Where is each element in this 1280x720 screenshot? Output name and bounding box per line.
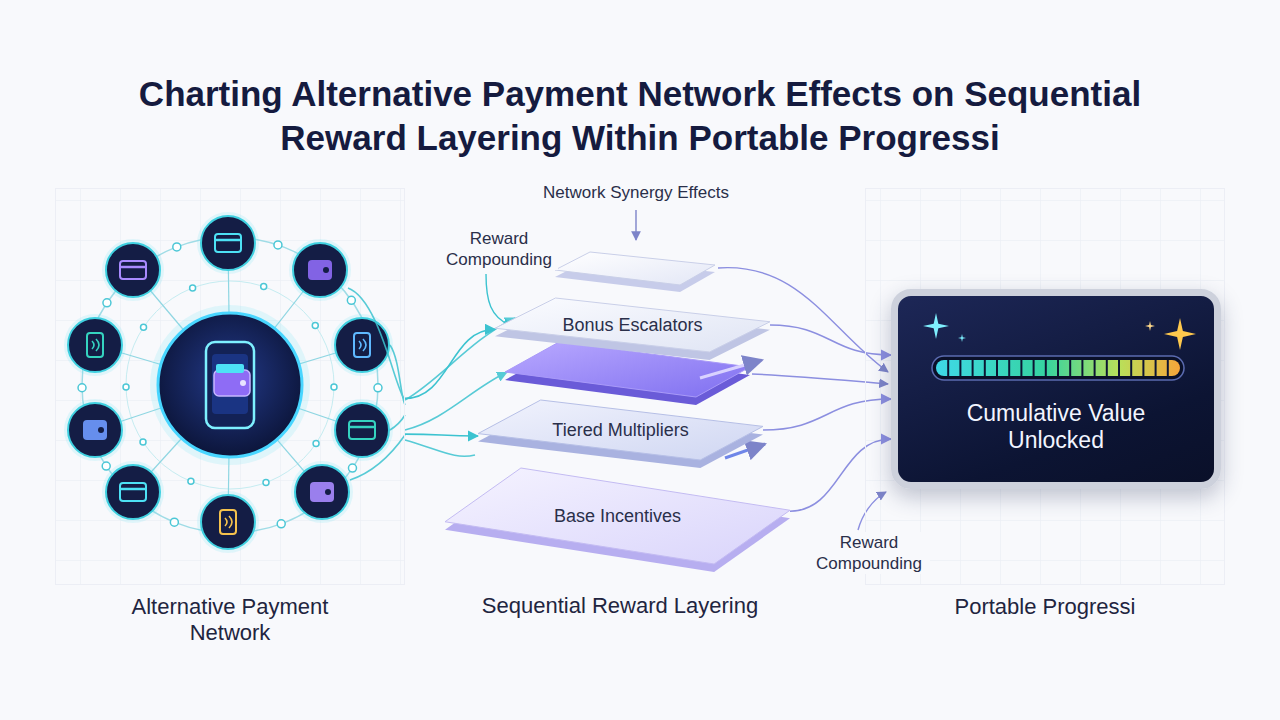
annotation: Reward Compounding — [440, 228, 558, 270]
diagram-title: Charting Alternative Payment Network Eff… — [95, 72, 1185, 160]
layer-label: Base Incentives — [554, 506, 681, 527]
network-panel: Alternative Payment Network — [55, 188, 405, 585]
layer-label: Bonus Escalators — [562, 315, 702, 336]
flow-connector — [405, 329, 495, 398]
column-caption: Sequential Reward Layering — [450, 593, 790, 619]
flow-connector — [790, 439, 891, 511]
panel-caption: Portable Progressi — [905, 594, 1185, 620]
progress-bar — [898, 296, 1214, 482]
flow-connector — [405, 434, 478, 436]
annotation: Network Synergy Effects — [528, 182, 744, 203]
reward-layer: Bonus Escalators — [495, 298, 770, 352]
panel-caption: Alternative Payment Network — [90, 594, 370, 646]
tablet-screen: Cumulative Value Unlocked — [891, 289, 1221, 489]
screen-text: Cumulative Value Unlocked — [941, 400, 1171, 454]
flow-connector — [763, 399, 891, 430]
annotation: Reward Compounding — [808, 532, 930, 574]
layer-label: Tiered Multipliers — [552, 420, 688, 441]
reward-layer: Tiered Multipliers — [478, 400, 763, 460]
reward-layer: Base Incentives — [445, 468, 790, 564]
flow-connector — [770, 325, 891, 355]
progress-panel: Portable ProgressiCumulative Value Unloc… — [865, 188, 1225, 585]
